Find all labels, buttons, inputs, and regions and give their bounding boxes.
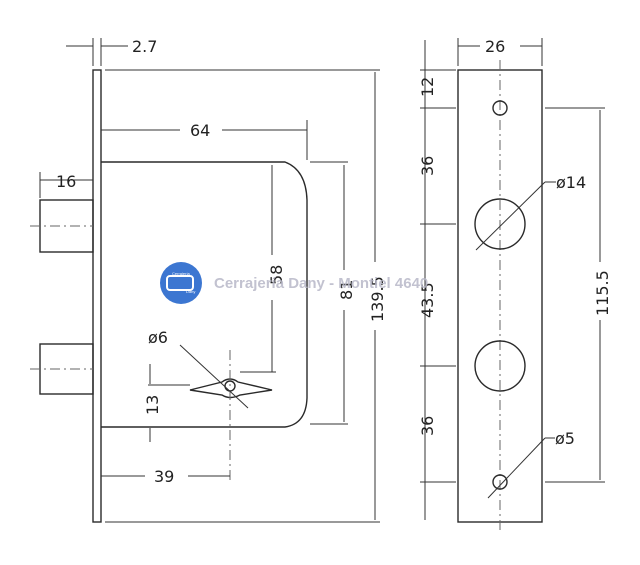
bottom-screw-hole (492, 474, 508, 490)
watermark-text: Cerrajería Dany - Montiel 4640 (214, 275, 428, 292)
dim-bolt-offset: 16 (56, 172, 76, 191)
dim-spacing-43: 43.5 (418, 282, 437, 318)
watermark-logo-line1: Cerrajería (172, 271, 191, 276)
upper-cylinder-hole (474, 198, 526, 250)
dim-height-81: 81 (337, 280, 356, 300)
dim-spacing-36-bottom: 36 (418, 416, 437, 436)
watermark-logo (160, 262, 202, 304)
lock-case (101, 161, 308, 428)
lower-cylinder-hole (474, 340, 526, 392)
dim-key-hole-offset: 39 (154, 467, 174, 486)
dim-hole-dia-5: ø5 (555, 429, 575, 448)
top-screw-hole (492, 100, 508, 116)
dim-overall-115: 115.5 (593, 270, 612, 316)
dim-top-offset: 12 (418, 77, 437, 97)
dim-case-depth: 64 (190, 121, 210, 140)
key-slot (189, 378, 273, 399)
dim-key-hole-height: 13 (143, 395, 162, 415)
dim-hole-dia-14: ø14 (556, 173, 586, 192)
dim-total-height: 139.5 (368, 276, 387, 322)
watermark: Cerrajería Dany Cerrajería Dany - Montie… (160, 262, 428, 304)
dim-plate-width: 26 (485, 37, 505, 56)
dim-height-58: 58 (267, 265, 286, 285)
watermark-logo-line2: Dany (186, 289, 195, 294)
dim-spacing-36-top: 36 (418, 156, 437, 176)
dim-key-hole-dia: ø6 (148, 328, 168, 347)
dim-plate-thickness: 2.7 (132, 37, 157, 56)
front-plate (92, 69, 102, 523)
